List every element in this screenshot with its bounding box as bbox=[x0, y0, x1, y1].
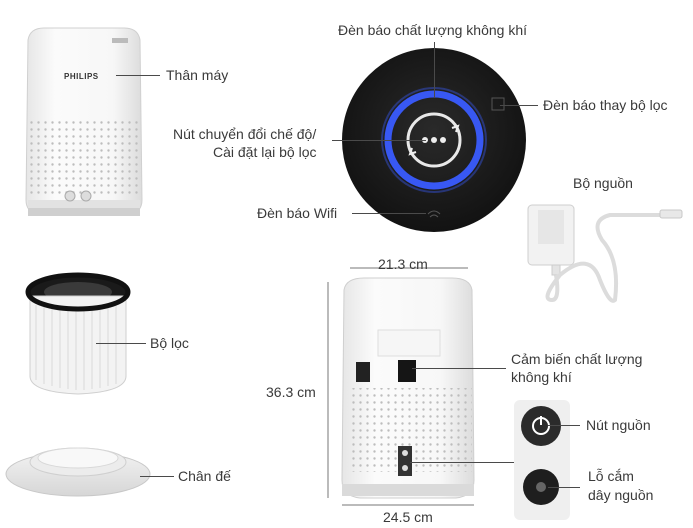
power-button-leader bbox=[548, 425, 580, 426]
label-air-sensor-2: không khí bbox=[511, 369, 572, 385]
base-leader bbox=[140, 476, 174, 477]
filter-leader bbox=[96, 343, 146, 344]
filter-change-leader bbox=[500, 105, 538, 106]
dimension-top-width: 21.3 cm bbox=[378, 256, 428, 272]
body-leader bbox=[116, 75, 160, 76]
label-base: Chân đế bbox=[178, 468, 231, 484]
label-power-socket-1: Lỗ cắm bbox=[588, 468, 634, 484]
label-wifi-indicator: Đèn báo Wifi bbox=[257, 205, 338, 221]
brand-text: PHILIPS bbox=[64, 72, 99, 81]
power-socket-leader bbox=[548, 487, 580, 488]
socket-strip-leader bbox=[410, 462, 514, 463]
air-quality-leader bbox=[434, 42, 435, 98]
label-power-socket-2: dây nguồn bbox=[588, 487, 654, 503]
label-air-sensor-1: Cảm biến chất lượng bbox=[511, 351, 643, 367]
label-air-quality-indicator: Đèn báo chất lượng không khí bbox=[338, 22, 528, 38]
label-mode-button-1: Nút chuyển đổi chế độ/ bbox=[173, 126, 317, 142]
dimension-bottom-width: 24.5 cm bbox=[383, 509, 433, 525]
label-filter: Bộ lọc bbox=[150, 335, 189, 351]
label-body: Thân máy bbox=[166, 67, 229, 83]
label-mode-button-2: Cài đặt lại bộ lọc bbox=[213, 144, 317, 160]
label-filter-change-indicator: Đèn báo thay bộ lọc bbox=[543, 97, 668, 113]
mode-button-leader bbox=[332, 140, 426, 141]
label-power-button: Nút nguồn bbox=[586, 417, 651, 433]
air-sensor-leader bbox=[412, 368, 506, 369]
dimension-height: 36.3 cm bbox=[266, 384, 316, 400]
label-power-adapter: Bộ nguồn bbox=[573, 175, 633, 191]
wifi-leader bbox=[352, 213, 426, 214]
